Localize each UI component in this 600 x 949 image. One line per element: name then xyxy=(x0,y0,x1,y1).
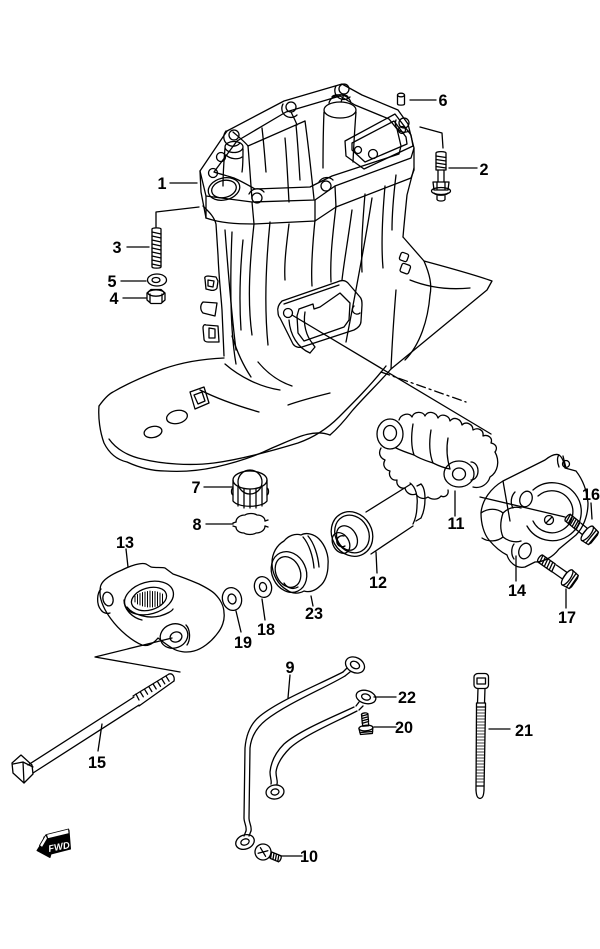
svg-text:FWD: FWD xyxy=(47,840,70,855)
svg-text:22: 22 xyxy=(398,689,416,707)
svg-text:14: 14 xyxy=(508,582,526,600)
svg-text:10: 10 xyxy=(300,848,318,866)
svg-text:16: 16 xyxy=(582,486,600,504)
svg-text:11: 11 xyxy=(447,515,464,533)
svg-text:6: 6 xyxy=(438,92,447,110)
svg-text:3: 3 xyxy=(112,239,121,257)
svg-text:12: 12 xyxy=(369,574,387,592)
svg-text:21: 21 xyxy=(515,722,533,740)
svg-text:23: 23 xyxy=(305,605,323,623)
svg-text:4: 4 xyxy=(109,290,118,308)
svg-text:1: 1 xyxy=(157,175,166,193)
svg-text:15: 15 xyxy=(88,754,106,772)
svg-text:17: 17 xyxy=(558,609,576,627)
svg-text:19: 19 xyxy=(234,634,252,652)
svg-text:5: 5 xyxy=(107,273,116,291)
svg-text:20: 20 xyxy=(395,719,413,737)
svg-text:9: 9 xyxy=(285,659,294,677)
svg-text:13: 13 xyxy=(116,534,134,552)
svg-text:18: 18 xyxy=(257,621,275,639)
svg-text:2: 2 xyxy=(479,161,488,179)
svg-text:7: 7 xyxy=(191,479,200,497)
svg-text:8: 8 xyxy=(192,516,201,534)
